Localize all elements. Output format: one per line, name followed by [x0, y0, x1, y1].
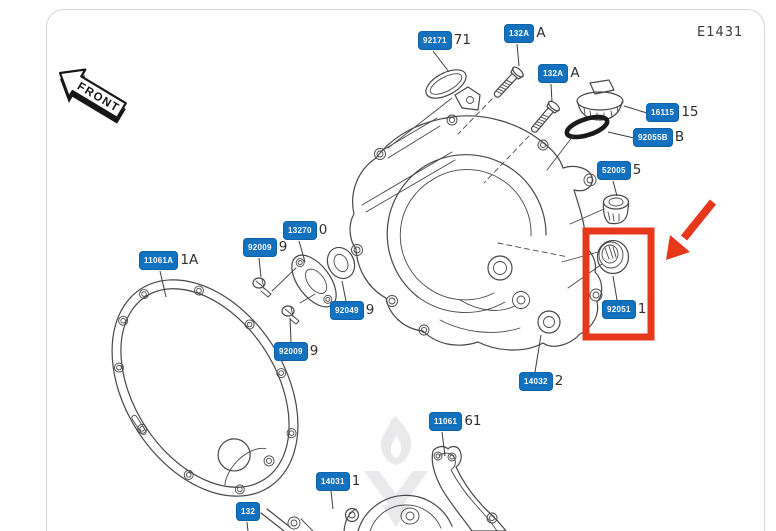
- part-badge-13270[interactable]: 13270 0: [283, 221, 327, 240]
- bolt-132a-1-axis: [457, 98, 493, 135]
- part-number-pill[interactable]: 92051: [602, 300, 636, 319]
- diagram-number-remnant: A: [570, 65, 580, 81]
- highlight-annotation: [582, 199, 717, 341]
- part-badge-92049[interactable]: 92049 9: [330, 301, 374, 320]
- part-badge-92009-lower[interactable]: 92009 9: [274, 342, 318, 361]
- diagram-number-remnant: 1: [351, 473, 361, 489]
- diagram-number-remnant: 9: [365, 302, 375, 318]
- bolt-132a-1-drawing: [493, 66, 524, 98]
- gasket-11061-drawing: [431, 445, 507, 531]
- part-number-pill[interactable]: 11061A: [139, 251, 179, 270]
- diagram-number-remnant: 1: [637, 301, 647, 317]
- front-arrow-icon: FRONT: [58, 68, 127, 124]
- part-number-pill[interactable]: 92171: [418, 31, 452, 50]
- part-number-pill[interactable]: 92009: [243, 238, 277, 257]
- part-number-pill[interactable]: 11061: [429, 412, 463, 431]
- screw-92009-lower-drawing: [281, 293, 316, 325]
- part-132-drawing: [260, 508, 314, 531]
- diagram-number-remnant: 1A: [180, 252, 199, 268]
- bushing-52005-drawing: [602, 194, 630, 225]
- part-92171-drawing: [387, 69, 481, 149]
- diagram-number-remnant: 2: [554, 373, 564, 389]
- part-number-pill[interactable]: 52005: [597, 161, 631, 180]
- diagram-number-remnant: A: [536, 25, 546, 41]
- part-number-pill[interactable]: 132A: [538, 64, 569, 83]
- part-number-pill[interactable]: 132A: [504, 24, 535, 43]
- diagram-number-remnant: 0: [318, 222, 328, 238]
- part-number-pill[interactable]: 14031: [316, 472, 350, 491]
- part-number-pill[interactable]: 132: [236, 502, 261, 521]
- diagram-number-remnant: 5: [632, 162, 642, 178]
- diagram-number-remnant: 15: [681, 104, 699, 120]
- part-number-pill[interactable]: 13270: [283, 221, 317, 240]
- part-badge-14031[interactable]: 14031 1: [316, 472, 360, 491]
- oil-cap-16115-drawing: [576, 79, 624, 121]
- part-badge-92055b[interactable]: 92055B B: [633, 128, 684, 147]
- part-number-pill[interactable]: 14032: [519, 372, 553, 391]
- diagram-number-remnant: 9: [278, 239, 288, 255]
- diagram-number-remnant: 71: [453, 32, 471, 48]
- diagram-code: E1431: [697, 25, 744, 40]
- highlight-arrow-head: [666, 235, 690, 260]
- bracket-14031-drawing: [343, 494, 453, 531]
- bolt-132a-2-axis: [483, 135, 530, 184]
- part-badge-11061[interactable]: 11061 61: [429, 412, 482, 431]
- bolt-132a-2-drawing: [530, 100, 560, 133]
- oil-seal-92051-drawing: [596, 239, 630, 275]
- part-badge-14032[interactable]: 14032 2: [519, 372, 563, 391]
- diagram-number-remnant: 61: [464, 413, 482, 429]
- part-number-pill[interactable]: 92049: [330, 301, 364, 320]
- part-number-pill[interactable]: 92055B: [633, 128, 673, 147]
- o-ring-92055b-drawing: [546, 114, 610, 171]
- screw-92009-upper-drawing: [252, 267, 297, 298]
- seal-92049-drawing: [326, 246, 356, 280]
- part-badge-132a-2[interactable]: 132A A: [538, 64, 580, 83]
- leader-lines: [159, 43, 648, 531]
- part-badge-52005[interactable]: 52005 5: [597, 161, 641, 180]
- diagram-number-remnant: B: [674, 129, 685, 145]
- diagram-number-remnant: 9: [309, 343, 319, 359]
- part-badge-132a-1[interactable]: 132A A: [504, 24, 546, 43]
- part-badge-92171[interactable]: 92171 71: [418, 31, 471, 50]
- clutch-cover-drawing: [349, 114, 605, 351]
- part-badge-132[interactable]: 132: [236, 502, 262, 521]
- part-number-pill[interactable]: 16115: [646, 103, 680, 122]
- highlight-box: [582, 227, 655, 341]
- part-badge-92009-upper[interactable]: 92009 9: [243, 238, 287, 257]
- part-number-pill[interactable]: 92009: [274, 342, 308, 361]
- part-badge-92051-highlighted[interactable]: 92051 1: [602, 300, 646, 319]
- part-badge-11061a[interactable]: 11061A 1A: [139, 251, 198, 270]
- watermark-logo: [364, 416, 428, 527]
- part-badge-16115[interactable]: 16115 15: [646, 103, 699, 122]
- gasket-11061a-drawing: [111, 279, 299, 497]
- highlight-arrow-shaft: [680, 199, 717, 241]
